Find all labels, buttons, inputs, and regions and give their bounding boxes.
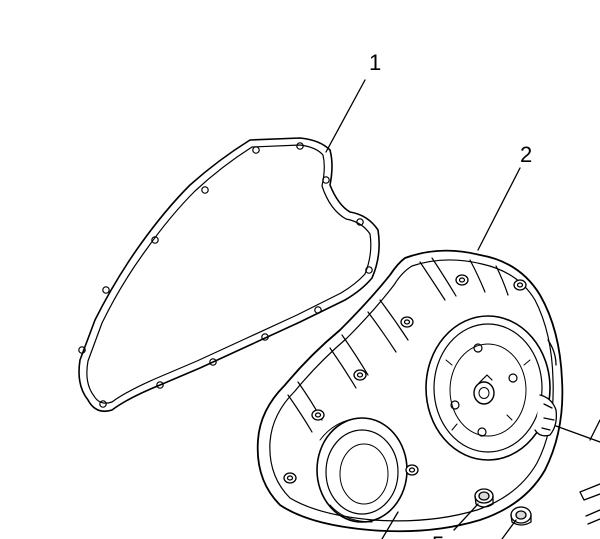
callout-plug: 5 [432,532,444,539]
leader-line-cover [477,167,521,251]
bracket-part [579,483,600,525]
gasket-inner-edge [86,144,372,404]
washer-part [510,506,532,526]
clutch-cover [256,249,564,533]
cover-large-dome [425,315,551,461]
gasket-outer-edge [78,137,380,413]
callout-cover: 2 [520,142,532,167]
gasket-bolt-holes [78,142,373,408]
leader-lines [325,79,600,539]
cover-side-fitting [534,339,558,437]
leader-line-fitting [555,425,600,443]
cover-bolt-bosses [283,274,527,484]
callout-gasket: 1 [369,50,381,75]
leader-line-fitting-2 [589,419,600,441]
cover-flange [269,259,554,522]
leader-line-small-dome [381,511,399,539]
gasket [78,137,380,413]
leader-line-gasket [325,79,366,153]
plug-part [474,488,494,508]
cover-outer-shell [256,249,564,533]
cover-small-dome [316,417,408,523]
leader-line-plug [453,503,479,531]
cover-ribs [287,257,509,433]
leader-line-washer [501,519,517,539]
